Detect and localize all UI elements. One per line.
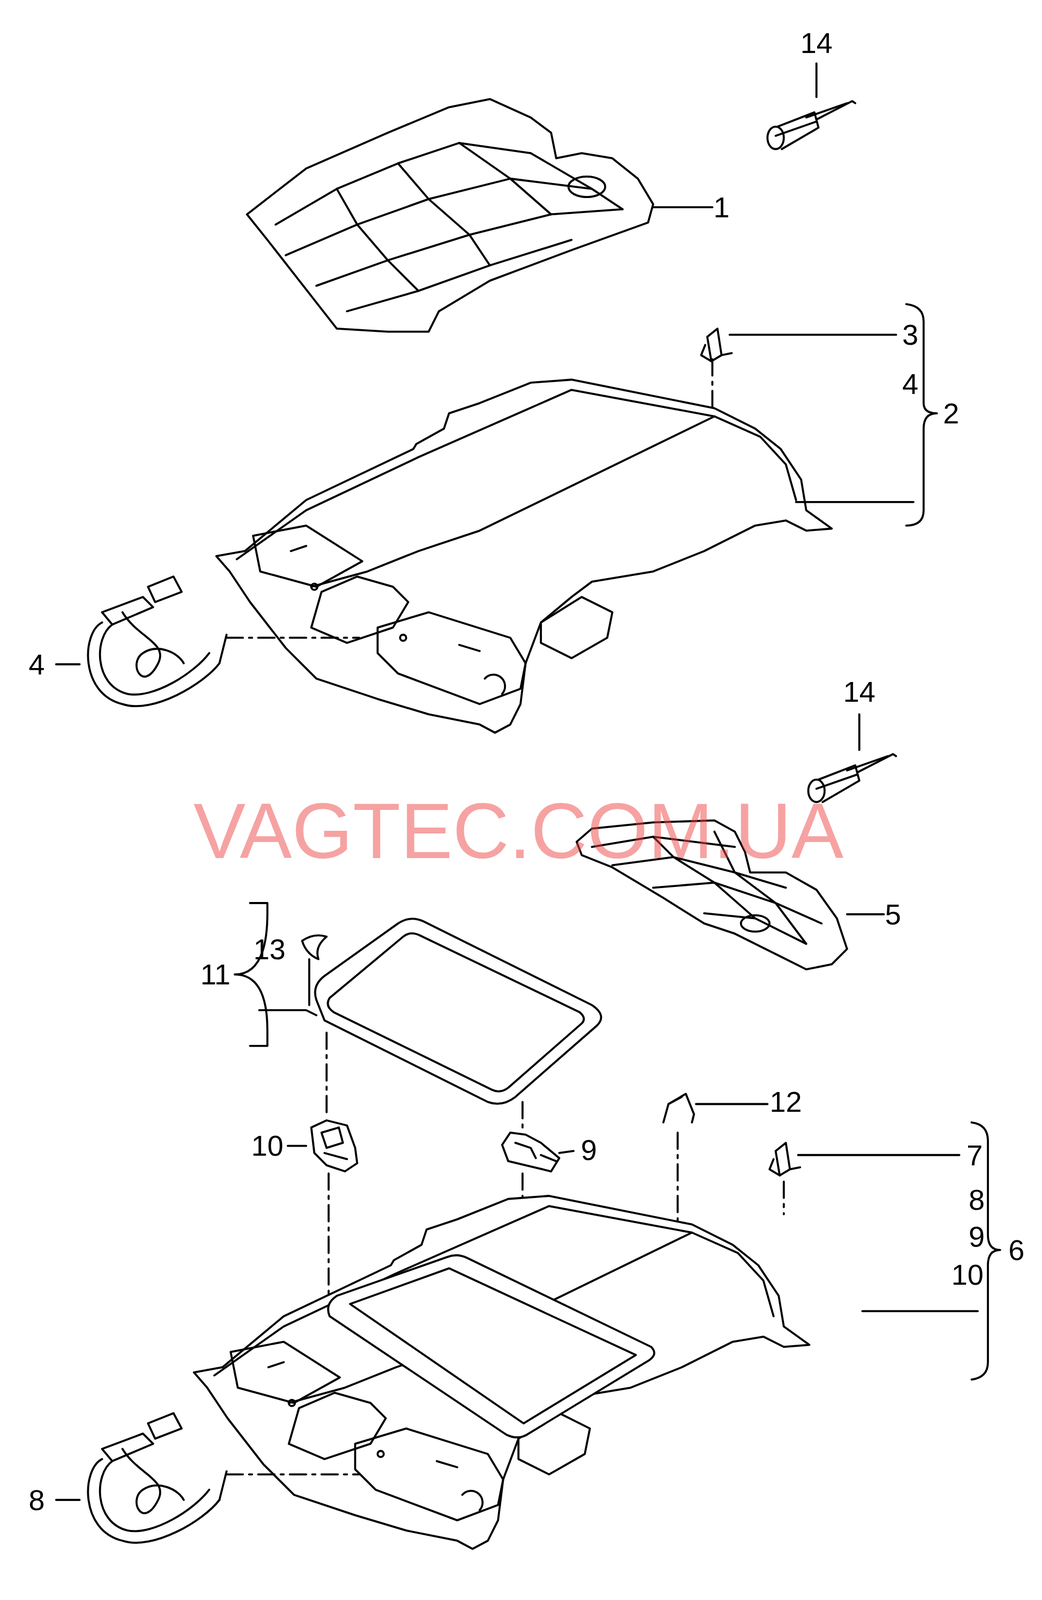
callout-number: 7 [966, 1141, 983, 1170]
callout-number: 10 [251, 1131, 284, 1161]
callout-number: 9 [580, 1135, 598, 1165]
callout-number: 4 [902, 369, 919, 399]
callout-number: 1 [713, 192, 730, 222]
callout-number: 9 [968, 1222, 985, 1252]
callout-number: 3 [902, 320, 919, 350]
callout-number: 10 [951, 1260, 984, 1290]
callout-number: 8 [28, 1485, 45, 1515]
callout-number: 2 [942, 398, 960, 428]
callout-number: 14 [843, 677, 876, 707]
callout-number: 4 [28, 650, 45, 679]
callout-number: 13 [253, 934, 286, 964]
callout-number: 14 [800, 28, 833, 58]
callout-number: 8 [968, 1185, 985, 1215]
watermark: VAGTEC.COM.UA [193, 792, 844, 871]
callout-number: 5 [885, 900, 902, 930]
callout-number: 6 [1008, 1235, 1025, 1265]
callout-number: 11 [200, 960, 231, 989]
callout-number: 12 [769, 1087, 803, 1117]
